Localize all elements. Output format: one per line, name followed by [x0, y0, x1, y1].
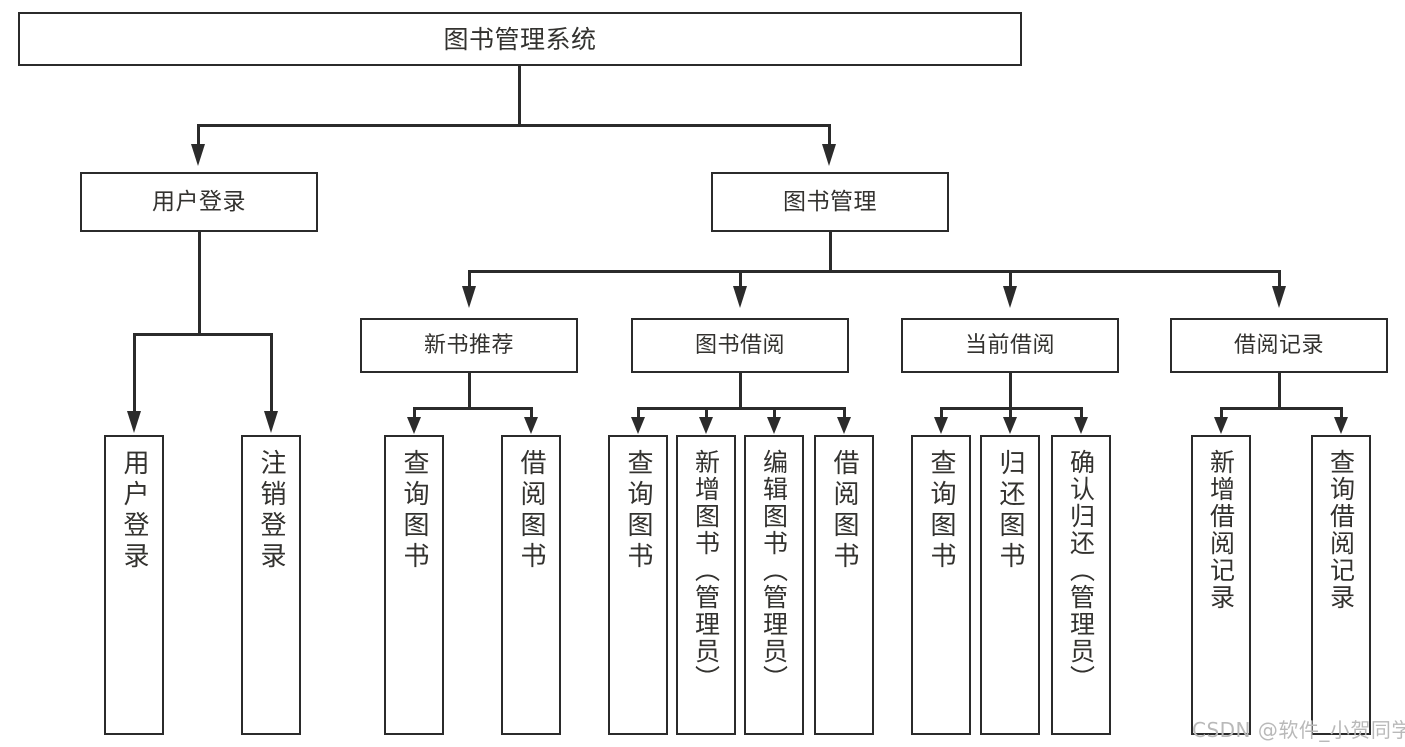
node-label: 借阅记录 — [1233, 332, 1324, 358]
node-label: 当前借阅 — [964, 332, 1055, 358]
node-book-management[interactable]: 图书管理 — [711, 172, 949, 232]
connector-drop-borrow-3 — [773, 407, 776, 419]
connector-recommend-stem — [468, 373, 471, 409]
connector-level2-bar — [468, 270, 1280, 273]
leaf-current-query-book[interactable]: 查询图书 — [911, 435, 971, 735]
arrowhead-lvl2-1 — [462, 286, 476, 308]
connector-record-stem — [1278, 373, 1281, 409]
arrowhead-borrow-3 — [767, 417, 781, 434]
connector-borrow-stem — [739, 373, 742, 409]
node-label: 查询图书 — [399, 449, 429, 573]
connector-drop-current-1 — [940, 407, 943, 419]
arrowhead-login-2 — [264, 411, 278, 433]
leaf-borrow-query-book[interactable]: 查询图书 — [608, 435, 668, 735]
connector-user-login-stem — [198, 232, 201, 335]
connector-drop-book-manage — [828, 124, 831, 146]
node-label: 注销登录 — [256, 449, 286, 573]
arrowhead-login-1 — [127, 411, 141, 433]
leaf-borrow-borrow-book[interactable]: 借阅图书 — [814, 435, 874, 735]
node-label: 图书管理系统 — [443, 24, 597, 54]
arrowhead-borrow-1 — [631, 417, 645, 434]
node-label: 新增图书（管理员） — [691, 449, 721, 692]
connector-drop-login-2 — [270, 333, 273, 413]
leaf-user-login[interactable]: 用户登录 — [104, 435, 164, 735]
connector-user-login-bar — [133, 333, 273, 336]
node-label: 图书借阅 — [694, 332, 785, 358]
arrowhead-current-2 — [1003, 417, 1017, 434]
arrowhead-user-login — [191, 144, 205, 166]
arrowhead-lvl2-2 — [733, 286, 747, 308]
node-current-borrow[interactable]: 当前借阅 — [901, 318, 1119, 373]
node-label: 借阅图书 — [829, 449, 859, 573]
connector-drop-borrow-2 — [705, 407, 708, 419]
node-label: 新书推荐 — [423, 332, 514, 358]
connector-level1-bar — [197, 124, 830, 127]
arrowhead-book-manage — [822, 144, 836, 166]
node-borrow-record[interactable]: 借阅记录 — [1170, 318, 1388, 373]
connector-drop-lvl2-1 — [468, 270, 471, 288]
node-label: 借阅图书 — [516, 449, 546, 573]
connector-book-manage-stem — [829, 232, 832, 272]
connector-drop-login-1 — [133, 333, 136, 413]
connector-drop-recommend-2 — [530, 407, 533, 419]
node-label: 新增借阅记录 — [1206, 449, 1236, 611]
leaf-record-add-record[interactable]: 新增借阅记录 — [1191, 435, 1251, 735]
connector-record-bar — [1220, 407, 1342, 410]
leaf-borrow-edit-book[interactable]: 编辑图书（管理员） — [744, 435, 804, 735]
connector-drop-lvl2-4 — [1278, 270, 1281, 288]
connector-drop-record-1 — [1220, 407, 1223, 419]
arrowhead-borrow-2 — [699, 417, 713, 434]
arrowhead-recommend-1 — [407, 417, 421, 434]
connector-drop-user-login — [197, 124, 200, 146]
connector-drop-current-3 — [1080, 407, 1083, 419]
node-label: 查询图书 — [623, 449, 653, 573]
node-label: 用户登录 — [119, 449, 149, 573]
arrowhead-record-1 — [1214, 417, 1228, 434]
arrowhead-borrow-4 — [837, 417, 851, 434]
node-book-borrow[interactable]: 图书借阅 — [631, 318, 849, 373]
arrowhead-lvl2-3 — [1003, 286, 1017, 308]
leaf-current-confirm-return[interactable]: 确认归还（管理员） — [1051, 435, 1111, 735]
node-root-system[interactable]: 图书管理系统 — [18, 12, 1022, 66]
node-label: 确认归还（管理员） — [1066, 449, 1096, 692]
node-label: 归还图书 — [995, 449, 1025, 573]
connector-borrow-bar — [637, 407, 845, 410]
arrowhead-current-1 — [934, 417, 948, 434]
connector-current-stem — [1009, 373, 1012, 409]
connector-drop-record-2 — [1340, 407, 1343, 419]
connector-drop-borrow-4 — [843, 407, 846, 419]
node-user-login[interactable]: 用户登录 — [80, 172, 318, 232]
leaf-recommend-borrow-book[interactable]: 借阅图书 — [501, 435, 561, 735]
arrowhead-recommend-2 — [524, 417, 538, 434]
arrowhead-lvl2-4 — [1272, 286, 1286, 308]
csdn-watermark: CSDN @软件_小贺同学 — [1192, 718, 1405, 742]
node-label: 用户登录 — [152, 188, 246, 215]
arrowhead-current-3 — [1074, 417, 1088, 434]
connector-drop-borrow-1 — [637, 407, 640, 419]
connector-drop-current-2 — [1009, 407, 1012, 419]
leaf-recommend-query-book[interactable]: 查询图书 — [384, 435, 444, 735]
connector-drop-lvl2-3 — [1009, 270, 1012, 288]
node-new-book-recommend[interactable]: 新书推荐 — [360, 318, 578, 373]
connector-root-stem — [518, 66, 521, 126]
leaf-record-query-record[interactable]: 查询借阅记录 — [1311, 435, 1371, 735]
node-label: 查询借阅记录 — [1326, 449, 1356, 611]
node-label: 查询图书 — [926, 449, 956, 573]
node-label: 编辑图书（管理员） — [759, 449, 789, 692]
node-label: 图书管理 — [783, 188, 877, 215]
arrowhead-record-2 — [1334, 417, 1348, 434]
leaf-current-return-book[interactable]: 归还图书 — [980, 435, 1040, 735]
leaf-logout[interactable]: 注销登录 — [241, 435, 301, 735]
connector-drop-lvl2-2 — [739, 270, 742, 288]
leaf-borrow-add-book[interactable]: 新增图书（管理员） — [676, 435, 736, 735]
connector-drop-recommend-1 — [413, 407, 416, 419]
connector-recommend-bar — [413, 407, 533, 410]
